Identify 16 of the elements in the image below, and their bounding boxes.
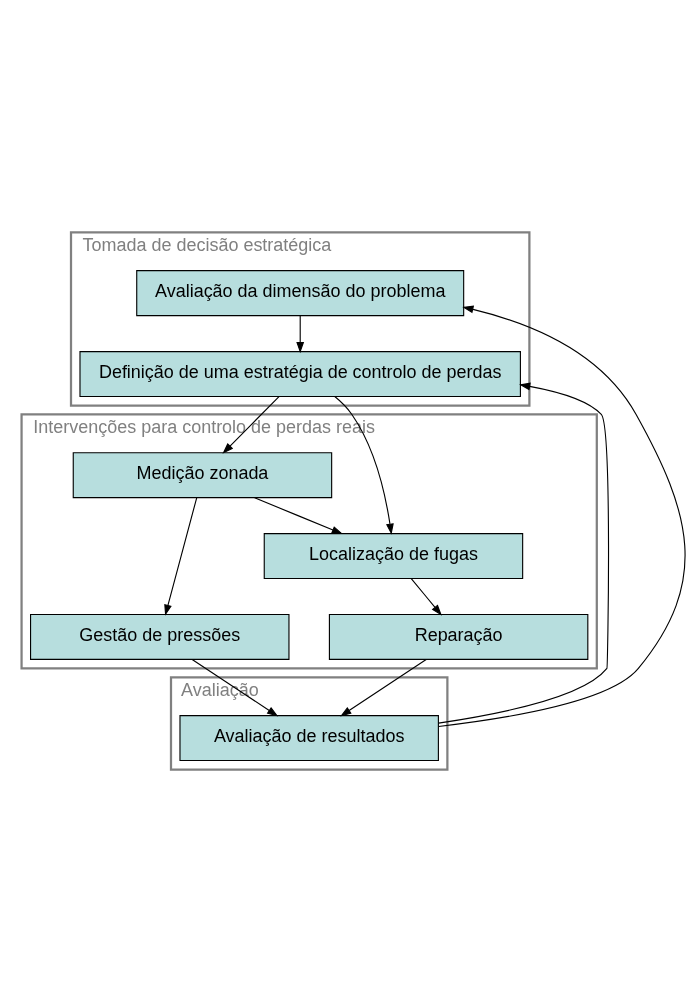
- arrow: [334, 395, 394, 535]
- arrow: [296, 314, 305, 353]
- arrow: [340, 658, 427, 716]
- node-box: Localização de fugas: [263, 532, 524, 579]
- node-box: Avaliação de resultados: [179, 714, 439, 761]
- arrow: [254, 496, 343, 534]
- node-box: Gestão de pressões: [30, 613, 290, 660]
- arrow: [222, 395, 280, 454]
- node-box: Definição de uma estratégia de controlo de perdas: [79, 350, 521, 397]
- node-box: Medição zonada: [72, 451, 333, 498]
- arrow: [164, 496, 198, 616]
- arrow: [410, 577, 442, 616]
- node-box: Avaliação da dimensão do problema: [136, 269, 465, 316]
- arrow: [438, 382, 610, 724]
- arrow: [438, 305, 686, 727]
- node-box: Reparação: [328, 613, 589, 660]
